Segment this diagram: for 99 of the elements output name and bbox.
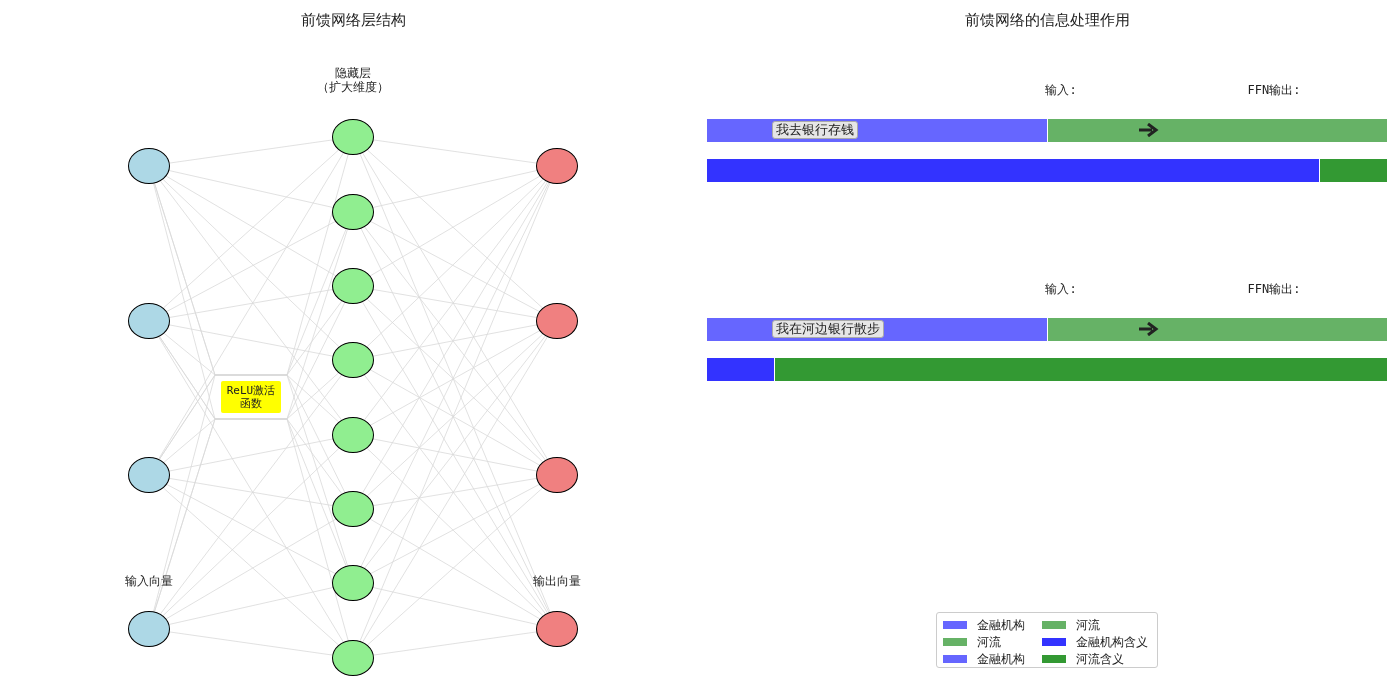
- layer-label: 输出向量: [533, 574, 581, 589]
- legend-label: 河流: [977, 633, 1001, 651]
- row-label: FFN输出:: [1247, 83, 1301, 98]
- input-neuron: [128, 457, 170, 493]
- connection-line: [163, 333, 339, 423]
- bar-segment: [774, 358, 1387, 381]
- connection-line: [369, 518, 541, 620]
- layer-label: 隐藏层: [335, 66, 371, 81]
- connection-line: [154, 302, 346, 612]
- bar-segment: [1047, 318, 1387, 341]
- connection-line: [367, 487, 543, 646]
- row-label: 输入:: [1045, 282, 1077, 297]
- connection-line: [158, 336, 344, 643]
- hidden-neuron: [332, 565, 374, 601]
- connection-line: [364, 226, 546, 461]
- connection-line: [360, 182, 550, 567]
- connection-line: [370, 369, 540, 466]
- connection-line: [166, 221, 336, 312]
- legend-label: 金融机构含义: [1076, 633, 1148, 651]
- connection-line: [169, 631, 333, 656]
- connection-line: [373, 289, 537, 318]
- connection-line: [154, 182, 348, 567]
- bar-segment: [707, 318, 1047, 341]
- legend-label: 金融机构: [977, 650, 1025, 668]
- sentence-label: 我在河边银行散步: [772, 320, 884, 338]
- legend-label: 河流: [1076, 616, 1100, 634]
- connection-line: [366, 178, 544, 348]
- connection-line: [373, 139, 537, 164]
- connection-line: [169, 478, 333, 506]
- connection-line: [364, 335, 546, 569]
- connection-line: [362, 181, 548, 494]
- row-label: FFN输出:: [1247, 282, 1301, 297]
- connection-line: [364, 180, 546, 421]
- connection-line: [373, 478, 537, 506]
- hidden-neuron: [332, 194, 374, 230]
- bar-segment: [1047, 119, 1387, 142]
- connection-line: [165, 518, 337, 620]
- input-neuron: [128, 148, 170, 184]
- connection-line: [162, 447, 340, 617]
- bar-segment: [1319, 159, 1387, 182]
- hidden-neuron: [332, 119, 374, 155]
- connection-line: [362, 336, 548, 643]
- connection-line: [362, 152, 548, 460]
- connection-line: [162, 178, 340, 348]
- connection-line: [364, 374, 546, 615]
- output-neuron: [536, 148, 578, 184]
- hidden-neuron: [332, 417, 374, 453]
- activation-note: ReLU激活函数: [221, 381, 281, 413]
- connection-line: [367, 149, 543, 309]
- hidden-neuron: [332, 640, 374, 676]
- connection-line: [163, 149, 339, 309]
- connection-line: [372, 170, 538, 208]
- panel-title: 前馈网络的信息处理作用: [964, 11, 1130, 29]
- connection-line: [373, 438, 537, 472]
- connection-line: [366, 447, 544, 617]
- connection-line: [168, 587, 334, 625]
- connection-line: [168, 170, 334, 208]
- connection-line: [163, 487, 339, 646]
- connection-line: [366, 298, 544, 463]
- layer-label: 输入向量: [125, 574, 173, 589]
- connection-line: [163, 372, 339, 463]
- connection-line: [369, 175, 541, 277]
- legend-label: 河流含义: [1076, 650, 1124, 668]
- connection-line: [165, 175, 337, 277]
- input-neuron: [128, 611, 170, 647]
- connection-line: [362, 301, 548, 614]
- connection-line: [373, 631, 537, 656]
- connection-line: [169, 289, 333, 318]
- connection-line: [366, 333, 544, 497]
- connection-line: [169, 139, 333, 164]
- layer-note: （扩大维度）: [317, 80, 389, 95]
- hidden-neuron: [332, 491, 374, 527]
- connection-line: [158, 152, 344, 460]
- connection-line: [360, 228, 550, 613]
- bar-segment: [707, 159, 1319, 182]
- panel-title: 前馈网络层结构: [300, 11, 406, 29]
- connection-line: [160, 374, 342, 615]
- bar-segment: [707, 119, 1047, 142]
- output-neuron: [536, 611, 578, 647]
- legend-label: 金融机构: [977, 616, 1025, 634]
- connection-line: [159, 336, 347, 567]
- connection-line: [160, 180, 342, 421]
- connection-line: [370, 330, 540, 426]
- bar-segment: [707, 358, 774, 381]
- row-label: 输入:: [1045, 83, 1077, 98]
- connection-line: [372, 587, 538, 625]
- connection-line: [169, 324, 333, 357]
- hidden-neuron: [332, 268, 374, 304]
- sentence-label: 我去银行存钱: [772, 121, 858, 139]
- output-neuron: [536, 457, 578, 493]
- hidden-neuron: [332, 342, 374, 378]
- connection-line: [169, 438, 333, 472]
- connection-line: [158, 300, 343, 460]
- connection-line: [373, 324, 537, 357]
- input-neuron: [128, 303, 170, 339]
- output-neuron: [536, 303, 578, 339]
- connection-line: [370, 221, 540, 312]
- connection-line: [166, 484, 336, 574]
- connection-line: [370, 484, 540, 574]
